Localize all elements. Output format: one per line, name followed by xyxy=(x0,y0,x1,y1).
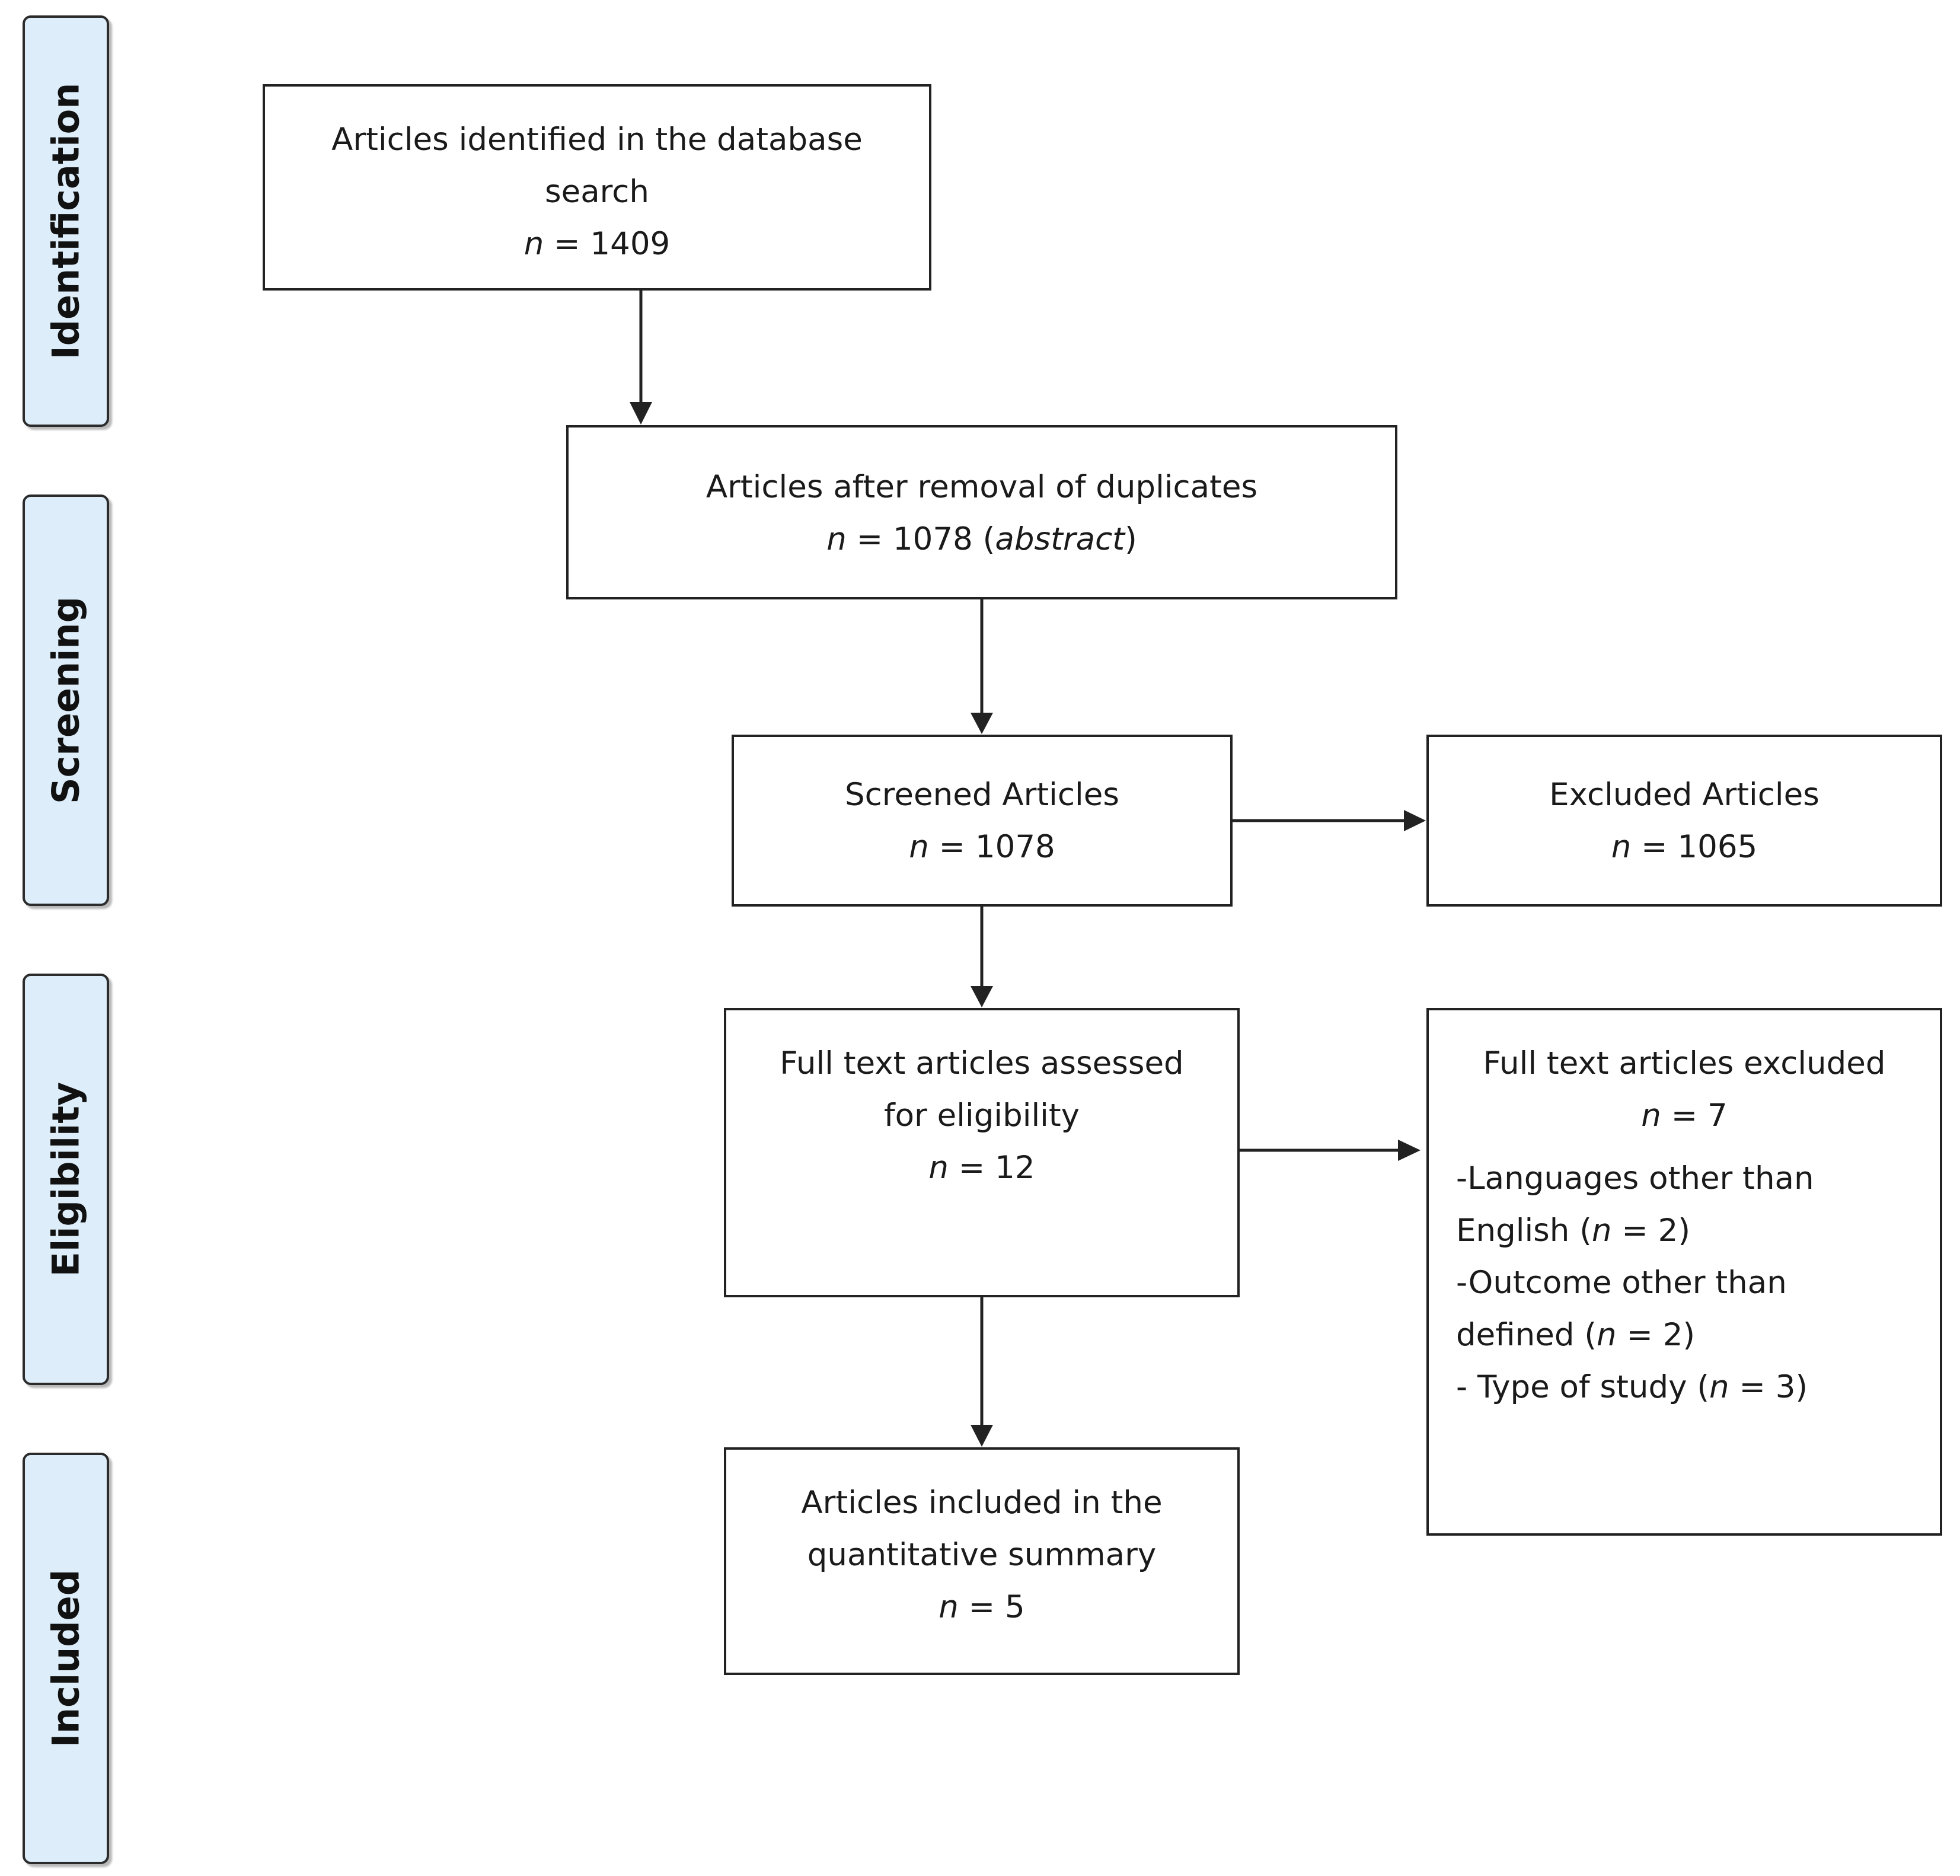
arrowhead-identified-to-dedup xyxy=(630,402,652,425)
box-screened: Screened Articles n = 1078 xyxy=(732,735,1233,907)
box-screened-count: n = 1078 xyxy=(909,829,1055,865)
reason-study-type: - Type of study (n = 3) xyxy=(1456,1369,1808,1405)
box-excluded-count: n = 1065 xyxy=(1611,829,1758,865)
box-deduplicated-text: Articles after removal of duplicates n =… xyxy=(569,461,1395,566)
stage-eligibility: Eligibility xyxy=(23,974,109,1385)
box-included-count: n = 5 xyxy=(938,1589,1025,1625)
box-identified-line1: Articles identified in the database xyxy=(331,122,863,158)
reason-outcome-line2: defined (n = 2) xyxy=(1456,1317,1696,1353)
reason-languages-line2: English (n = 2) xyxy=(1456,1213,1690,1249)
box-excluded-text: Excluded Articles n = 1065 xyxy=(1429,769,1940,873)
box-included-line2: quantitative summary xyxy=(807,1537,1157,1573)
box-included-line1: Articles included in the xyxy=(801,1485,1163,1521)
box-fulltext-excluded-header: Full text articles excluded n = 7 xyxy=(1429,1038,1940,1142)
arrowhead-screened-to-fulltext xyxy=(971,986,993,1007)
arrowhead-fulltext-to-included xyxy=(971,1425,993,1447)
box-deduplicated-line1: Articles after removal of duplicates xyxy=(706,469,1258,505)
box-fulltext-assessed-count: n = 12 xyxy=(928,1150,1035,1186)
box-identified: Articles identified in the database sear… xyxy=(263,84,931,291)
box-deduplicated-count: n = 1078 (abstract) xyxy=(826,521,1137,557)
box-included-text: Articles included in the quantitative su… xyxy=(726,1477,1237,1633)
stage-included: Included xyxy=(23,1453,109,1864)
reason-outcome-line1: -Outcome other than xyxy=(1456,1265,1787,1301)
stage-identification: Identification xyxy=(23,15,109,427)
stage-screening: Screening xyxy=(23,494,109,906)
box-identified-count: n = 1409 xyxy=(523,226,671,262)
box-fulltext-assessed: Full text articles assessed for eligibil… xyxy=(724,1008,1240,1297)
box-identified-line2: search xyxy=(544,174,650,210)
arrowhead-dedup-to-screened xyxy=(971,713,993,734)
box-fulltext-excluded-line1: Full text articles excluded xyxy=(1483,1045,1886,1081)
box-screened-text: Screened Articles n = 1078 xyxy=(734,769,1230,873)
exclusion-reasons: -Languages other than English (n = 2) -O… xyxy=(1429,1153,1940,1414)
reason-languages-line1: -Languages other than xyxy=(1456,1160,1814,1197)
arrowhead-screened-to-excluded xyxy=(1404,810,1426,831)
arrowhead-fulltext-to-excluded xyxy=(1398,1140,1420,1161)
box-included: Articles included in the quantitative su… xyxy=(724,1447,1240,1675)
box-identified-text: Articles identified in the database sear… xyxy=(265,114,929,270)
box-excluded-line1: Excluded Articles xyxy=(1549,777,1819,813)
box-deduplicated: Articles after removal of duplicates n =… xyxy=(566,425,1397,599)
box-fulltext-excluded: Full text articles excluded n = 7 -Langu… xyxy=(1426,1008,1942,1536)
box-fulltext-assessed-line2: for eligibility xyxy=(883,1097,1080,1134)
box-fulltext-assessed-line1: Full text articles assessed xyxy=(780,1045,1184,1081)
box-screened-line1: Screened Articles xyxy=(845,777,1119,813)
box-fulltext-assessed-text: Full text articles assessed for eligibil… xyxy=(726,1038,1237,1194)
box-fulltext-excluded-count: n = 7 xyxy=(1641,1097,1728,1134)
box-excluded: Excluded Articles n = 1065 xyxy=(1426,735,1942,907)
